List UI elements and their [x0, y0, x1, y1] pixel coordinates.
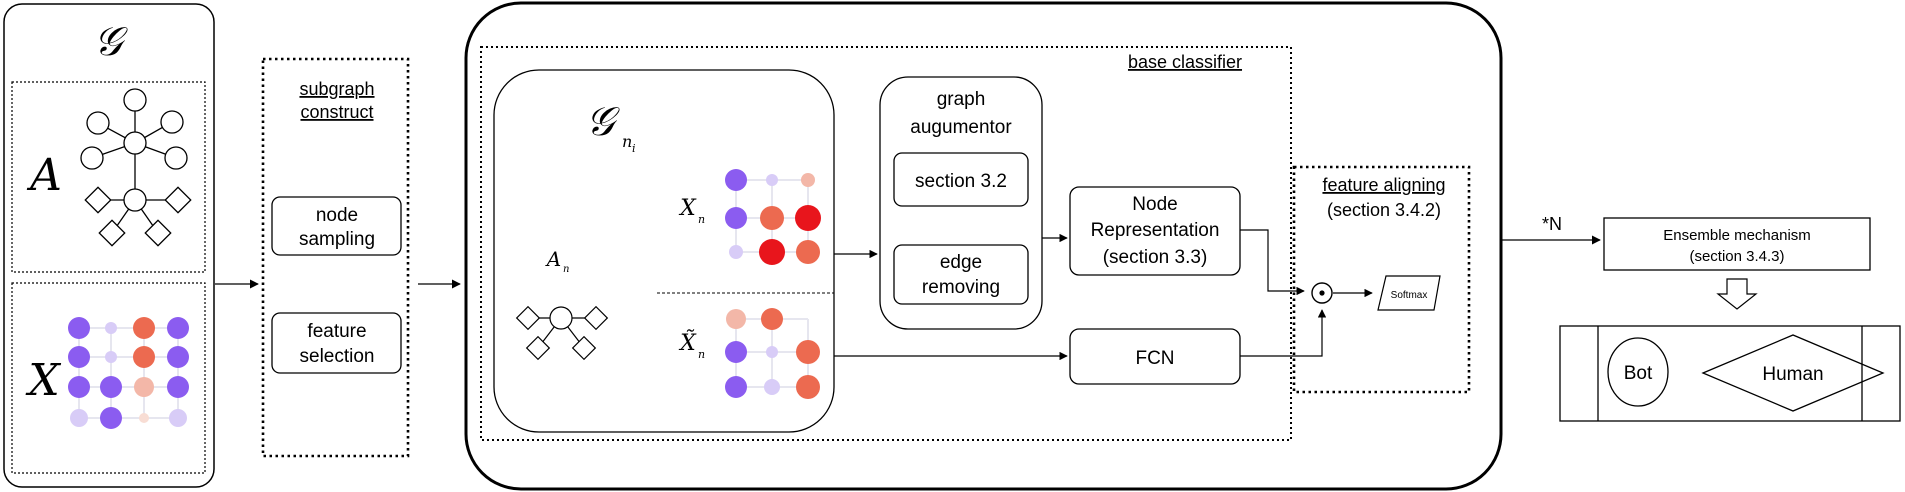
- feature-aligning-section: (section 3.4.2): [1327, 200, 1441, 220]
- subgraph-symbol: 𝒢: [586, 99, 621, 145]
- subgraph-structure: [515, 305, 609, 361]
- feature-aligning-panel: feature aligning (section 3.4.2) Softmax: [1292, 165, 1471, 394]
- bot-label: Bot: [1624, 363, 1653, 384]
- aug-feature-symbol: X̃: [678, 330, 697, 356]
- feature-symbol: X: [25, 355, 61, 406]
- feature-selection-box: [271, 312, 402, 374]
- feature-box: [11, 282, 206, 474]
- graph-augmentor-box: [879, 76, 1043, 330]
- sub-feature-symbol: X: [678, 196, 697, 221]
- ensemble-title-line2: (section 3.4.3): [1689, 248, 1784, 265]
- edge-removing-box: [893, 244, 1029, 305]
- augmentor-title-line2: augumentor: [910, 117, 1012, 138]
- human-decision-diamond: [1701, 334, 1885, 412]
- fcn-label: FCN: [1135, 348, 1174, 369]
- sub-feature-matrix: [725, 169, 821, 265]
- down-arrow-icon: [1716, 278, 1758, 310]
- bot-node: [1607, 337, 1669, 407]
- input-feature-matrix: [68, 317, 189, 429]
- subgraph-construct-panel: subgraph construct node sampling feature…: [261, 57, 410, 458]
- base-classifier-title: base classifier: [1128, 52, 1242, 72]
- subgraph-subsubscript: i: [632, 142, 636, 155]
- edge-removing-line2: removing: [922, 277, 1000, 298]
- aug-feature-subscript: n: [698, 348, 705, 361]
- aug-feature-matrix: [725, 308, 820, 399]
- section-3-2-label: section 3.2: [915, 171, 1007, 192]
- subgraph-title-line1: subgraph: [299, 79, 374, 99]
- base-classifier-panel: base classifier 𝒢 n i A n X n: [464, 1, 1503, 491]
- node-rep-line3: (section 3.3): [1103, 247, 1208, 268]
- section-3-2-box: [893, 152, 1029, 207]
- arrow-fcn-to-product: [1240, 309, 1327, 357]
- input-graph-symbol: 𝒢: [94, 19, 129, 65]
- input-graph-structure: [80, 88, 192, 247]
- ensemble-mechanism-box: [1603, 217, 1871, 271]
- input-graph-panel: 𝒢 A X: [3, 3, 215, 488]
- output-process-box: [1559, 325, 1901, 422]
- ensemble-section: *N Ensemble mechanism (section 3.4.3) Bo…: [1502, 214, 1901, 422]
- ensemble-title-line1: Ensemble mechanism: [1663, 227, 1811, 244]
- subgraph-subscript: n: [622, 132, 632, 151]
- node-rep-line2: Representation: [1091, 220, 1220, 241]
- node-rep-line1: Node: [1132, 194, 1177, 215]
- feature-selection-line2: selection: [300, 346, 375, 367]
- repeat-label: *N: [1542, 214, 1562, 234]
- edge-removing-line1: edge: [940, 252, 982, 273]
- human-label: Human: [1762, 364, 1823, 385]
- node-sampling-box: [271, 196, 402, 256]
- elementwise-product-dot: [1319, 290, 1325, 296]
- node-representation-box: [1069, 186, 1241, 276]
- node-sampling-line2: sampling: [299, 229, 375, 250]
- subgraph-panel: [493, 69, 835, 433]
- sub-feature-subscript: n: [698, 213, 705, 226]
- augmentor-title-line1: graph: [937, 89, 986, 110]
- feature-selection-line1: feature: [307, 321, 366, 342]
- adjacency-box: [11, 81, 206, 273]
- sub-adjacency-symbol: A: [545, 247, 561, 271]
- softmax-label: Softmax: [1391, 290, 1428, 301]
- adjacency-symbol: A: [26, 150, 62, 201]
- feature-aligning-title: feature aligning: [1322, 175, 1445, 195]
- node-sampling-line1: node: [316, 205, 358, 226]
- softmax-box: [1377, 275, 1441, 311]
- arrow-node-rep-to-product: [1240, 229, 1305, 296]
- sub-adjacency-subscript: n: [563, 264, 569, 275]
- subgraph-title-line2: construct: [300, 102, 373, 122]
